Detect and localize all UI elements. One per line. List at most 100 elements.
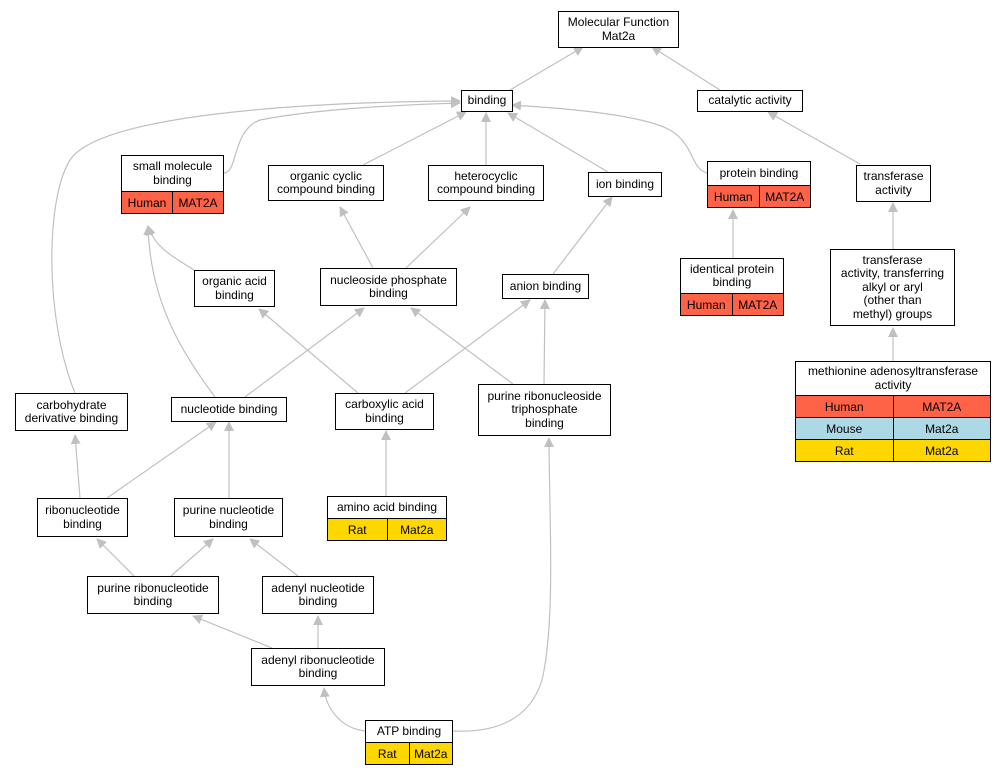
node-label-line: Mat2a bbox=[601, 28, 636, 43]
node-label-line: binding bbox=[365, 410, 404, 425]
edge-org-cyclic-binding bbox=[362, 111, 467, 166]
node-label-line: carbohydrate bbox=[36, 397, 107, 412]
annotation-species: Mouse bbox=[826, 421, 863, 436]
node-label-line: organic cyclic bbox=[289, 168, 363, 183]
annotation-gene: MAT2A bbox=[892, 396, 991, 417]
edge-transferase-catalytic bbox=[767, 111, 861, 165]
node-label-line: binding bbox=[298, 594, 338, 608]
node-label-line: binding bbox=[153, 172, 192, 187]
node-label-line: activity bbox=[875, 182, 912, 197]
node-binding[interactable]: binding bbox=[461, 90, 513, 112]
node-label-line: binding bbox=[525, 415, 564, 430]
edge-organic-acid-small-molecule bbox=[145, 225, 195, 271]
node-label-line: small molecule bbox=[132, 159, 213, 173]
edge-carboxylic-anion bbox=[404, 299, 531, 394]
node-label-line: binding bbox=[209, 516, 248, 531]
node-label-line: Molecular Function bbox=[567, 15, 670, 29]
node-label-line: (other than bbox=[863, 293, 922, 308]
node-label-line: binding bbox=[215, 287, 254, 302]
node-label: binding bbox=[462, 91, 512, 111]
node-label: catalytic activity bbox=[698, 91, 802, 111]
node-label-line: nucleotide binding bbox=[180, 401, 278, 416]
node-label: protein binding bbox=[708, 162, 810, 186]
node-label-line: adenyl nucleotide bbox=[271, 580, 365, 595]
node-label-line: binding bbox=[298, 666, 338, 680]
edge-protein-binding bbox=[511, 100, 708, 174]
node-label-line: ion binding bbox=[595, 176, 655, 191]
edge-atp-adenyl-ribonucleotide bbox=[319, 687, 366, 732]
annotation-gene: MAT2A bbox=[172, 192, 223, 213]
annotation-species: Rat bbox=[377, 746, 397, 761]
node-label-line: activity bbox=[874, 377, 912, 392]
edge-binding-mf bbox=[509, 46, 584, 91]
node-label-line: derivative binding bbox=[24, 411, 119, 425]
edge-pr-purine-nucleotide bbox=[170, 538, 214, 577]
edge-pr-ribonucleotide bbox=[96, 538, 135, 577]
annotation-gene: Mat2a bbox=[892, 418, 991, 439]
node-label: anion binding bbox=[503, 275, 588, 298]
node-label-line: binding bbox=[133, 594, 173, 608]
node-nucleotide-binding[interactable]: nucleotide binding bbox=[171, 397, 287, 422]
node-ion-binding[interactable]: ion binding bbox=[588, 172, 662, 197]
edge-atp-purine-rnts bbox=[452, 437, 555, 732]
node-label: ion binding bbox=[589, 173, 661, 196]
edge-purine-rnts-anion bbox=[539, 299, 550, 385]
edge-ar-purine-ribonucleotide bbox=[192, 614, 273, 649]
node-anion-binding[interactable]: anion binding bbox=[502, 274, 589, 299]
node-label-line: nucleoside phosphate bbox=[330, 272, 447, 287]
node-label-line: binding bbox=[712, 275, 752, 289]
edge-catalytic-mf bbox=[651, 46, 721, 91]
node-label-line: compound binding bbox=[276, 182, 376, 196]
node-label-line: compound binding bbox=[436, 182, 536, 196]
edge-carbohydrate-binding bbox=[51, 96, 461, 394]
annotation-gene: MAT2A bbox=[758, 186, 811, 207]
node-label-line: transferase bbox=[863, 169, 924, 183]
node-label-line: purine ribonucleotide bbox=[97, 580, 209, 595]
edge-ribonucleotide-carbohydrate bbox=[70, 434, 81, 499]
node-label-line: ATP binding bbox=[376, 723, 442, 738]
node-label-line: ribonucleotide bbox=[45, 503, 120, 517]
edge-carboxylic-organic-acid bbox=[258, 308, 359, 394]
node-label-line: carboxylic acid bbox=[345, 397, 424, 411]
node-label-line: triphosphate bbox=[511, 402, 578, 417]
node-catalytic-activity[interactable]: catalytic activity bbox=[697, 90, 803, 112]
